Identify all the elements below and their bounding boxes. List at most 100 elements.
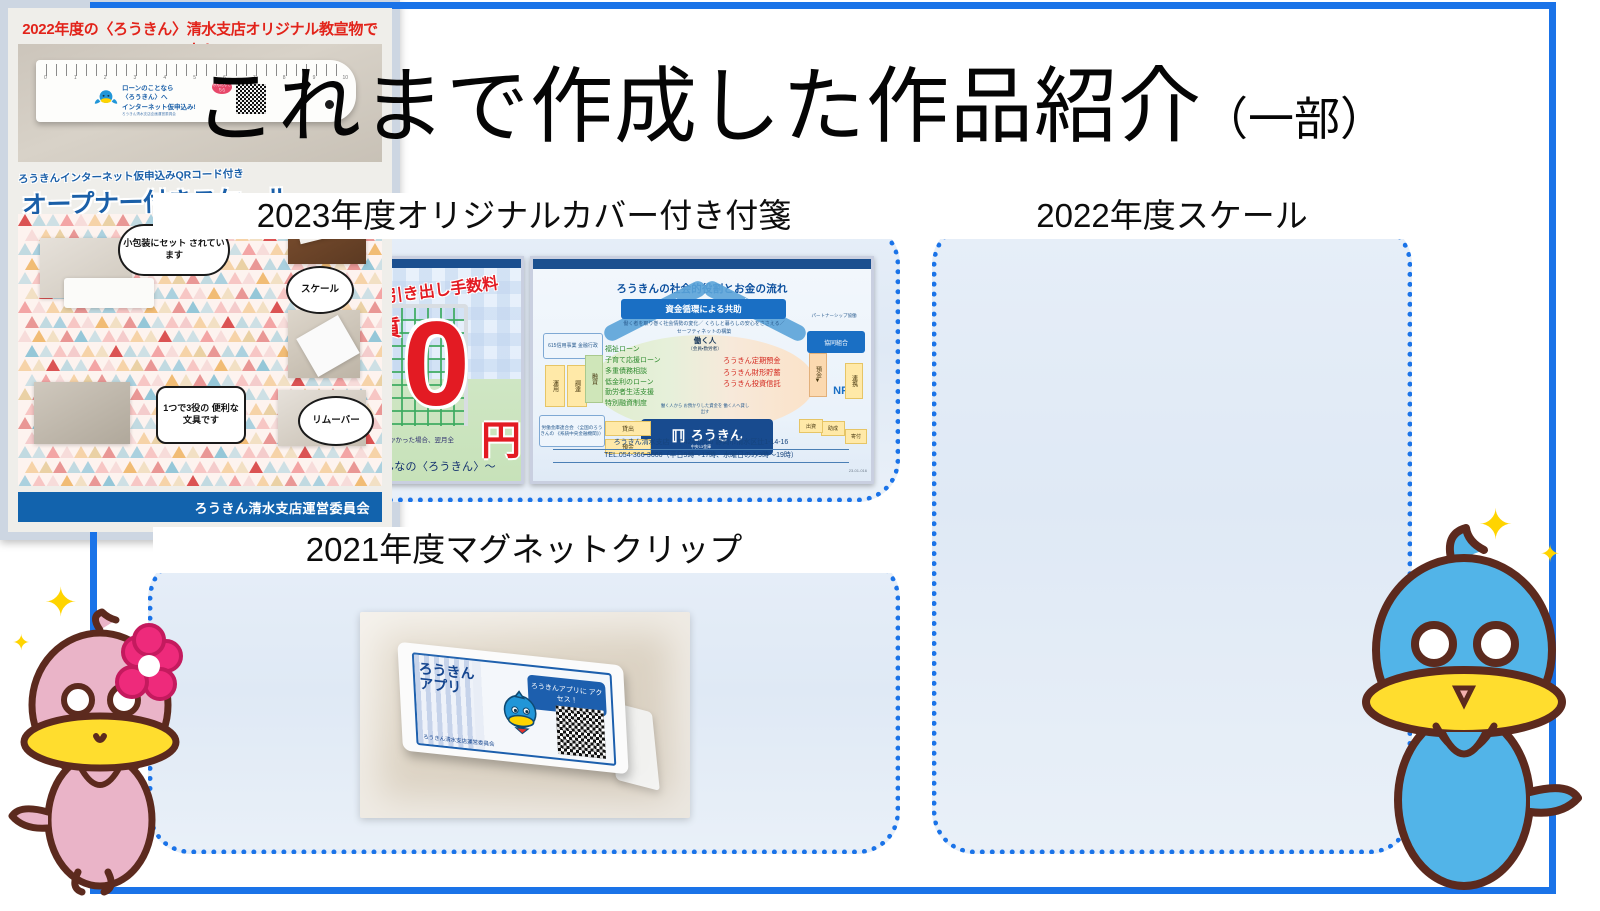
triangle-shape <box>242 243 256 255</box>
triangle-shape <box>214 301 228 313</box>
clip-app-title-line2: アプリ <box>418 675 462 696</box>
triangle-shape <box>375 431 382 444</box>
triangle-shape <box>368 272 382 284</box>
triangle-shape <box>116 475 130 486</box>
triangle-shape <box>242 359 256 371</box>
triangle-shape <box>179 373 193 386</box>
triangle-shape <box>130 330 144 342</box>
triangle-shape <box>39 315 53 328</box>
flow-red-items: ろうきん定期預金 ろうきん財形貯蓄 ろうきん投資信託 <box>723 355 823 390</box>
ruler-small-bubble: かんたん こちら <box>212 80 232 94</box>
sparkle-icon: ✦ <box>44 581 78 625</box>
triangle-shape <box>102 214 116 226</box>
triangle-shape <box>207 373 221 386</box>
qr-code-icon <box>555 705 607 759</box>
triangle-shape <box>291 460 305 473</box>
triangle-pattern-background: オープナー 小包装にセット されています スケール 1つで3役の 便利な文具です… <box>18 214 382 486</box>
ruler-tick: 4 <box>163 75 167 81</box>
triangle-shape <box>53 228 67 241</box>
triangle-shape <box>221 373 235 386</box>
callout-scale: スケール <box>286 266 354 314</box>
ruler-label-line1: ローンのことなら <box>122 85 174 92</box>
triangle-shape <box>256 301 270 313</box>
triangle-shape <box>39 344 53 357</box>
triangle-shape <box>95 228 109 241</box>
ruler-ticks <box>46 64 346 76</box>
triangle-shape <box>228 214 242 226</box>
flow-kikan-sub: 働く者を取り巻く社会情勢の変化／ くらしと暮らしの安心をささえる／ セーフティネ… <box>623 321 785 335</box>
triangle-shape <box>193 373 207 386</box>
triangle-shape <box>74 359 88 371</box>
triangle-shape <box>249 257 263 270</box>
triangle-shape <box>179 460 193 473</box>
sparkle-icon: ✦ <box>1540 541 1561 568</box>
flow-hataraku-hito-label: 働く人 <box>693 336 717 345</box>
triangle-shape <box>46 330 60 342</box>
flow-left-box-bottom: 労働金庫連合会 〈全国のろうきんの 《系統中央金融機関》〉 <box>539 415 605 447</box>
triangle-shape <box>39 228 53 241</box>
stripe-pattern <box>413 654 477 750</box>
triangle-shape <box>361 315 375 328</box>
triangle-shape <box>102 475 116 486</box>
triangle-shape <box>151 286 165 299</box>
triangle-shape <box>165 373 179 386</box>
poster-yen-unit: 円 <box>481 419 521 463</box>
triangle-shape <box>18 330 32 342</box>
triangle-shape <box>53 315 67 328</box>
poster-money-flow-diagram: ろうきんの社会的役割とお金の流れ 資金の還元・活用 地域社会への貢献 資金循環に… <box>530 256 874 484</box>
triangle-shape <box>137 460 151 473</box>
triangle-shape <box>116 446 130 458</box>
triangle-shape <box>375 402 382 415</box>
triangle-shape <box>263 315 277 328</box>
ruler-tick: 10 <box>342 75 348 81</box>
triangle-shape <box>242 330 256 342</box>
triangle-shape <box>228 475 242 486</box>
triangle-shape <box>67 315 81 328</box>
triangle-shape <box>270 330 284 342</box>
ruler-tick: 6 <box>223 75 226 81</box>
flow-yellow-kifu: 寄付 <box>845 429 867 444</box>
ruler-label-line3: インターネット仮申込み! <box>122 103 196 111</box>
blue-duck-mascot <box>1362 524 1582 890</box>
triangle-shape <box>333 460 347 473</box>
qr-code-icon <box>236 84 266 114</box>
triangle-shape <box>130 214 144 226</box>
triangle-shape <box>18 243 32 255</box>
triangle-shape <box>375 460 382 473</box>
flow-right-box: 協同組合 <box>807 331 865 353</box>
triangle-shape <box>277 257 291 270</box>
triangle-shape <box>130 446 144 458</box>
triangle-shape <box>228 359 242 371</box>
triangle-shape <box>361 373 375 386</box>
triangle-shape <box>235 344 249 357</box>
flow-green-item: 低金利のローン <box>605 378 654 386</box>
triangle-shape <box>200 475 214 486</box>
flow-red-item: ろうきん財形貯蓄 <box>723 367 781 377</box>
triangle-shape <box>354 272 368 284</box>
triangle-shape <box>319 460 333 473</box>
scale-poster-inner: 2022年度の〈ろうきん〉清水支店オリジナル教宣物です！ 01234567891… <box>8 8 392 532</box>
clip-printed-label: ろうきん アプリ ろうきんアプリに アクセス！ ろうきん清水支店運営委員会 <box>411 652 617 767</box>
triangle-shape <box>130 417 144 429</box>
triangle-shape <box>186 446 200 458</box>
triangle-shape <box>102 359 116 371</box>
triangle-shape <box>144 446 158 458</box>
triangle-shape <box>67 344 81 357</box>
ruler-tick: 3 <box>133 75 137 81</box>
triangle-shape <box>221 315 235 328</box>
triangle-shape <box>32 446 46 458</box>
triangle-shape <box>46 475 60 486</box>
triangle-shape <box>81 315 95 328</box>
flow-yellow-shusshi: 出資 <box>799 419 823 433</box>
triangle-shape <box>207 344 221 357</box>
triangle-shape <box>354 475 368 486</box>
triangle-shape <box>228 243 242 255</box>
triangle-shape <box>158 359 172 371</box>
flow-ellipse-background <box>593 335 815 431</box>
triangle-shape <box>242 475 256 486</box>
triangle-shape <box>53 460 67 473</box>
triangle-shape <box>18 272 32 284</box>
triangle-shape <box>88 359 102 371</box>
